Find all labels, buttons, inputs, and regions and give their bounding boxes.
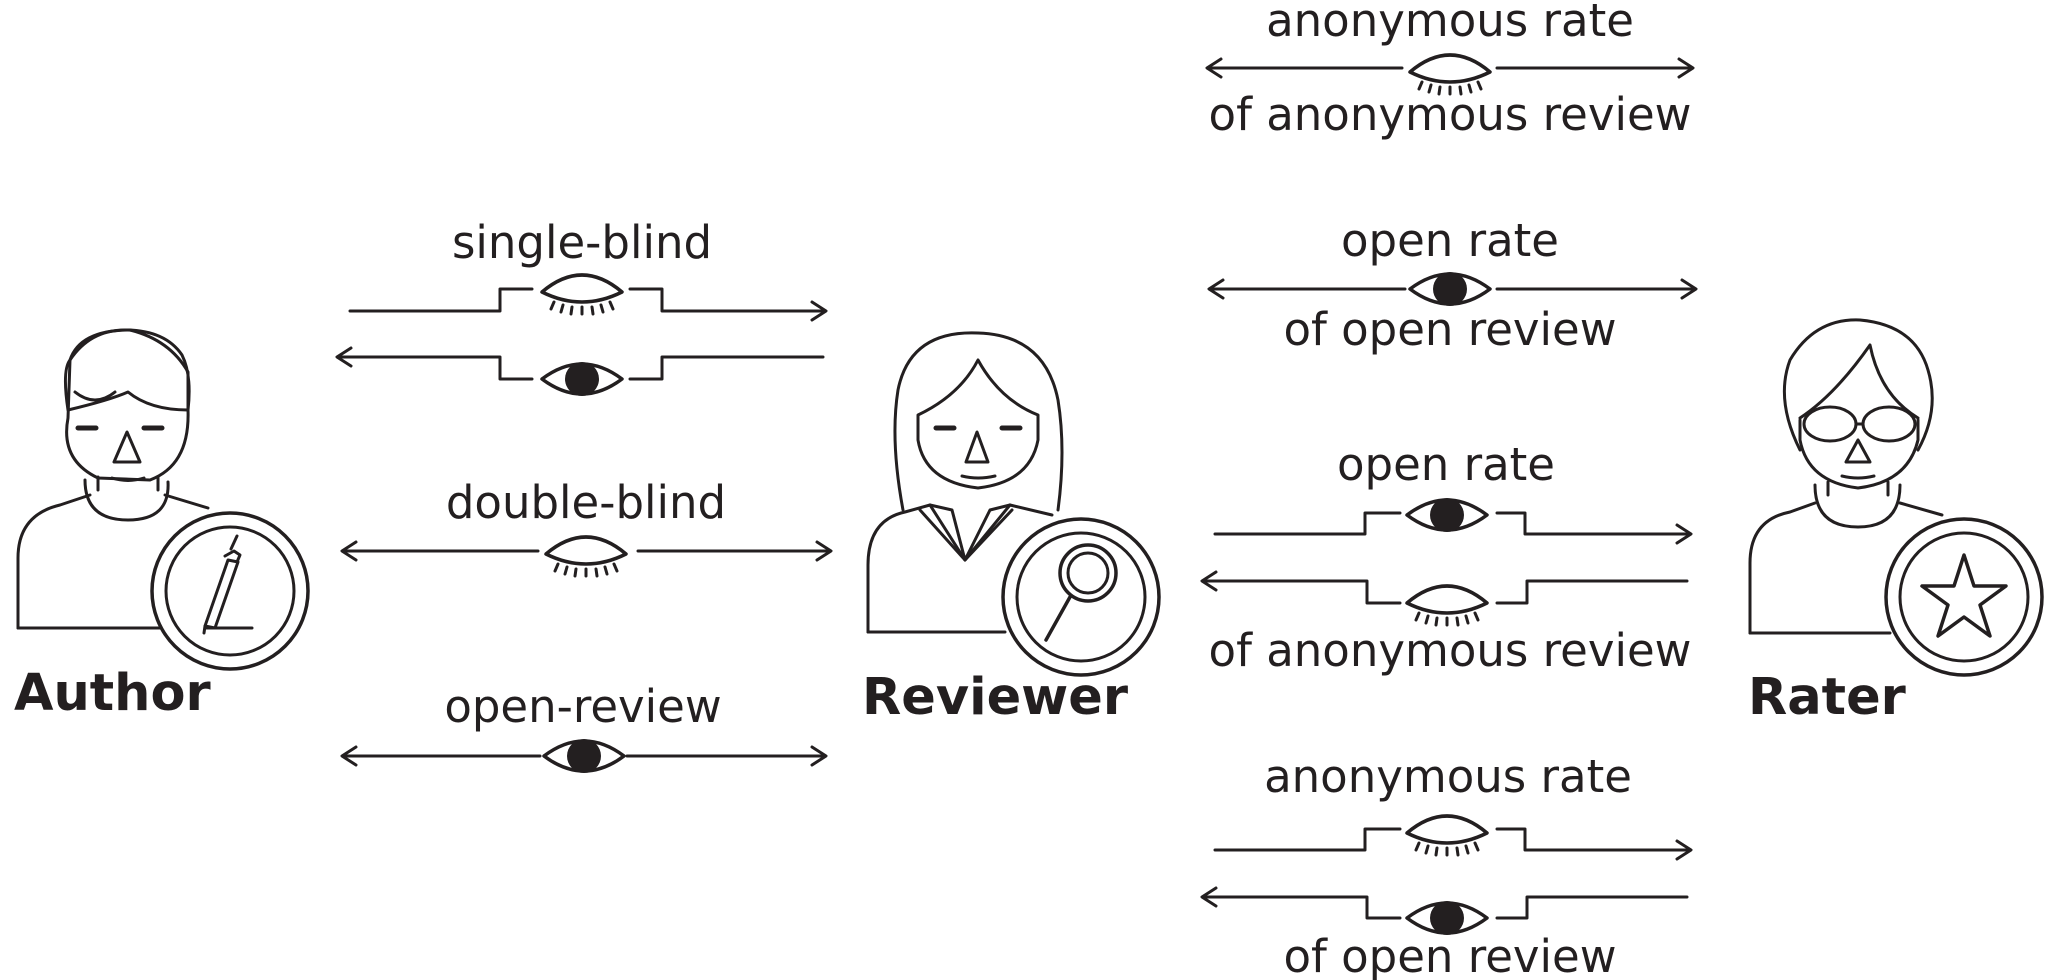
- open-rate-anon-return-arrow: [1200, 570, 1689, 605]
- anon-rate-open-return-arrow: [1200, 886, 1689, 920]
- single-blind-forward-arrow: [348, 287, 828, 322]
- closed-eye-icon: [540, 273, 624, 316]
- pen-icon: [150, 511, 310, 671]
- anon-rate-anon-arrow: [1205, 57, 1695, 79]
- anon-rate-anon-bottom-label: of anonymous review: [1209, 88, 1692, 141]
- closed-eye-icon: [544, 535, 628, 578]
- double-blind-label: double-blind: [446, 476, 726, 529]
- rater-figure: [1748, 318, 1944, 635]
- single-blind-return-arrow: [335, 346, 825, 381]
- open-rate-anon-top-label: open rate: [1337, 438, 1555, 491]
- magnifier-icon: [1001, 517, 1161, 677]
- rater-label: Rater: [1748, 668, 1906, 727]
- open-eye-icon: [1408, 270, 1492, 308]
- open-rate-open-arrow: [1207, 278, 1698, 300]
- anon-rate-open-top-label: anonymous rate: [1264, 750, 1632, 803]
- star-icon: [1884, 517, 2044, 677]
- double-blind-arrow: [340, 540, 833, 562]
- open-rate-anon-forward-arrow: [1213, 511, 1693, 545]
- reviewer-label: Reviewer: [862, 668, 1128, 727]
- single-blind-label: single-blind: [452, 216, 712, 269]
- open-review-arrow: [340, 745, 828, 767]
- open-review-label: open-review: [444, 680, 721, 733]
- anon-rate-open-forward-arrow: [1213, 827, 1693, 861]
- open-eye-icon: [542, 737, 626, 775]
- author-label: Author: [14, 664, 211, 723]
- closed-eye-icon: [1405, 814, 1489, 857]
- open-rate-anon-bottom-label: of anonymous review: [1209, 624, 1692, 677]
- anon-rate-open-bottom-label: of open review: [1283, 930, 1616, 980]
- anon-rate-anon-top-label: anonymous rate: [1266, 0, 1634, 47]
- open-rate-open-bottom-label: of open review: [1283, 303, 1616, 356]
- open-eye-icon: [1405, 496, 1489, 534]
- reviewer-figure: [866, 331, 1064, 634]
- open-eye-icon: [540, 360, 624, 398]
- open-rate-open-top-label: open rate: [1341, 214, 1559, 267]
- author-figure: [16, 328, 210, 630]
- closed-eye-icon: [1405, 584, 1489, 627]
